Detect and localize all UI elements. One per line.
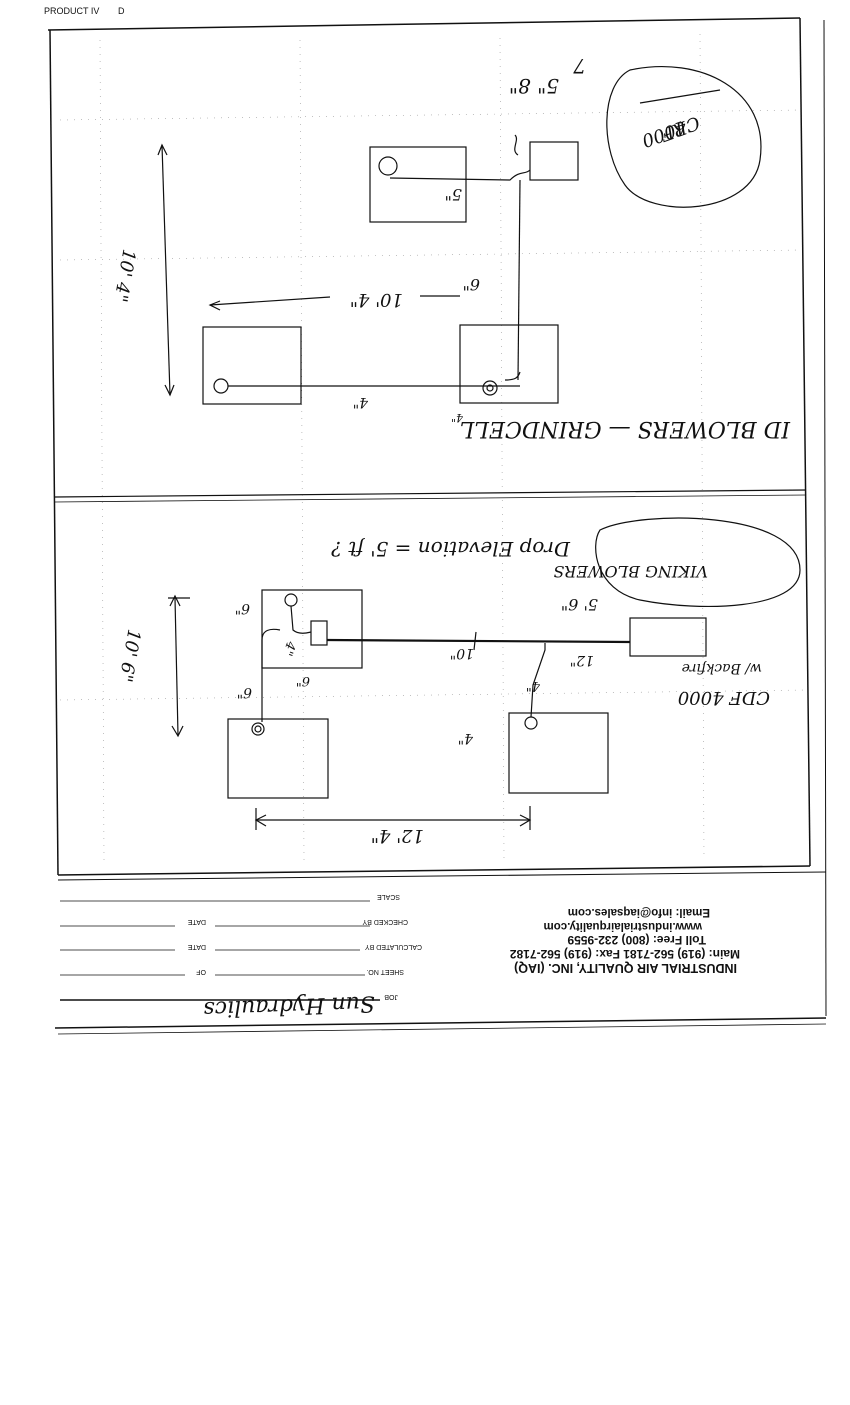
dim-5-6: 5' 6"	[561, 595, 598, 614]
title-block-lines	[60, 900, 380, 1001]
dim-10: 10"	[450, 645, 474, 661]
title-block: INDUSTRIAL AIR QUALITY, INC. (IAQ) Main:…	[188, 893, 740, 1021]
sheet-edge-right	[799, 17, 811, 867]
main-duct	[326, 638, 631, 644]
outlet-circle-upper	[378, 156, 398, 176]
company-tollfree: Toll Free: (800) 232-9559	[567, 933, 706, 947]
duct-upper	[389, 169, 531, 181]
sheet-edge-bottom	[57, 865, 811, 876]
company-website: www.industrialairquality.com	[544, 920, 703, 932]
bottom-diagram	[168, 517, 801, 830]
company-main-fax: Main: (919) 562-7181 Fax: (919) 562-7182	[510, 947, 740, 961]
sheet-edge-outer-right	[823, 19, 827, 1017]
dim-4-b: 4"	[526, 678, 541, 693]
field-job: JOB	[384, 993, 398, 1000]
dim-line-mid	[209, 296, 331, 306]
field-sheet-no: SHEET NO.	[366, 968, 404, 975]
equipment-box-top-left	[261, 589, 363, 669]
drop-elevation-note: Drop Elevation = 5' ft ?	[331, 537, 571, 561]
unit-note-line2: w/ Backfire	[682, 660, 762, 676]
drop-duct-right	[530, 643, 546, 718]
dim-6-a: 6"	[235, 600, 250, 616]
dim-10-6: 10' 6"	[114, 627, 144, 683]
equipment-box-lower-left	[202, 326, 302, 405]
field-date-1: DATE	[188, 918, 206, 925]
equipment-box-upper	[369, 146, 467, 223]
job-value: Sun Hydraulics	[203, 990, 375, 1021]
dim-vertical-bottom	[174, 597, 179, 736]
dim-12: 12"	[570, 652, 594, 668]
top-diagram	[157, 66, 762, 405]
dim-6-b: 6"	[237, 684, 252, 700]
field-scale: SCALE	[377, 893, 400, 900]
unit-note-line1: CDF 4000	[678, 687, 770, 708]
field-of: OF	[196, 968, 206, 975]
duct-size-5: 5"	[444, 185, 462, 204]
small-box-label: 5" 8"	[509, 74, 559, 98]
company-email: Email: info@iaqsales.com	[568, 906, 710, 918]
sheet-edge-top	[47, 17, 801, 31]
dim-4-c: 4"	[458, 730, 474, 746]
unit-box-small	[529, 141, 579, 181]
small-box-mark: 7	[573, 54, 586, 78]
sheet-edge-left	[49, 29, 59, 876]
oval-note-line2: 4000	[639, 115, 690, 151]
mid-dimension: 10' 4"	[350, 289, 403, 310]
oval-note-bottom-text: VIKING BLOWERS	[553, 562, 708, 581]
company-name: INDUSTRIAL AIR QUALITY, INC. (IAQ)	[514, 961, 737, 975]
dim-6-label: 6"	[462, 275, 480, 294]
duct-vertical	[517, 179, 521, 381]
dim-6-c: 6"	[296, 673, 310, 688]
equipment-box-bottom-right	[508, 712, 609, 794]
oval-note-top	[606, 66, 762, 208]
section-divider	[54, 489, 807, 498]
left-dimension: 10' 4"	[109, 247, 139, 303]
collector-unit	[629, 617, 707, 657]
field-calculated-by: CALCULATED BY	[365, 943, 422, 950]
dim-line-left	[161, 144, 171, 396]
field-checked-by: CHECKED BY	[362, 918, 408, 925]
oval-note-bottom	[595, 517, 801, 608]
sheet-bottom-rule	[54, 1017, 827, 1029]
top-title-suffix: 4"	[451, 411, 464, 424]
fax-header-left: D	[118, 6, 125, 16]
field-date-2: DATE	[188, 943, 206, 950]
equipment-box-bottom-left	[227, 718, 329, 799]
duct-size-4: 4"	[353, 394, 369, 410]
grid-dots	[59, 33, 807, 861]
damper-box	[310, 620, 328, 646]
dim-4-a: 4"	[279, 638, 298, 657]
equipment-box-lower-right	[459, 324, 559, 404]
top-diagram-title: ID BLOWERS — GRINDCELL	[460, 416, 791, 441]
dim-bottom: 12' 4"	[371, 825, 424, 846]
fax-header-right: PRODUCT IV	[44, 6, 99, 16]
